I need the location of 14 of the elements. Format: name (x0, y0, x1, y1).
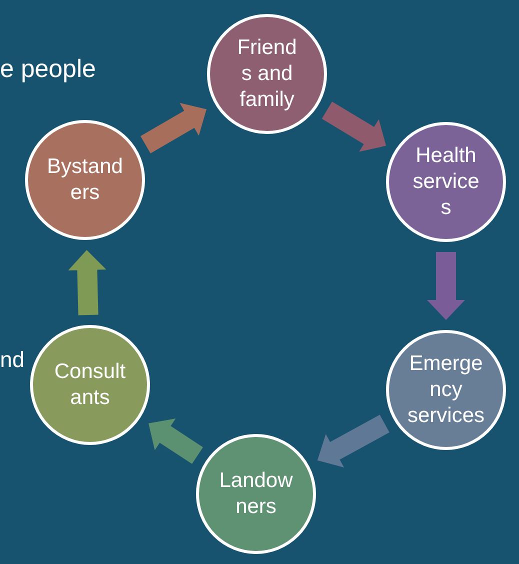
node-label: Emerge ncy services (406, 350, 486, 430)
block-arrow (68, 250, 106, 316)
node-label: Bystand ers (46, 154, 124, 206)
block-arrow (140, 102, 206, 154)
slide-text: nd (0, 346, 24, 374)
block-arrow (148, 418, 203, 464)
block-arrow (322, 102, 386, 152)
node-label: Health service s (412, 142, 480, 222)
node-label: Friend s and family (236, 34, 298, 114)
slide-text: e people (0, 54, 96, 85)
block-arrow (427, 252, 465, 320)
node-label: Consult ants (53, 358, 127, 411)
block-arrow (317, 414, 390, 468)
node-label: Landow ners (218, 468, 294, 520)
